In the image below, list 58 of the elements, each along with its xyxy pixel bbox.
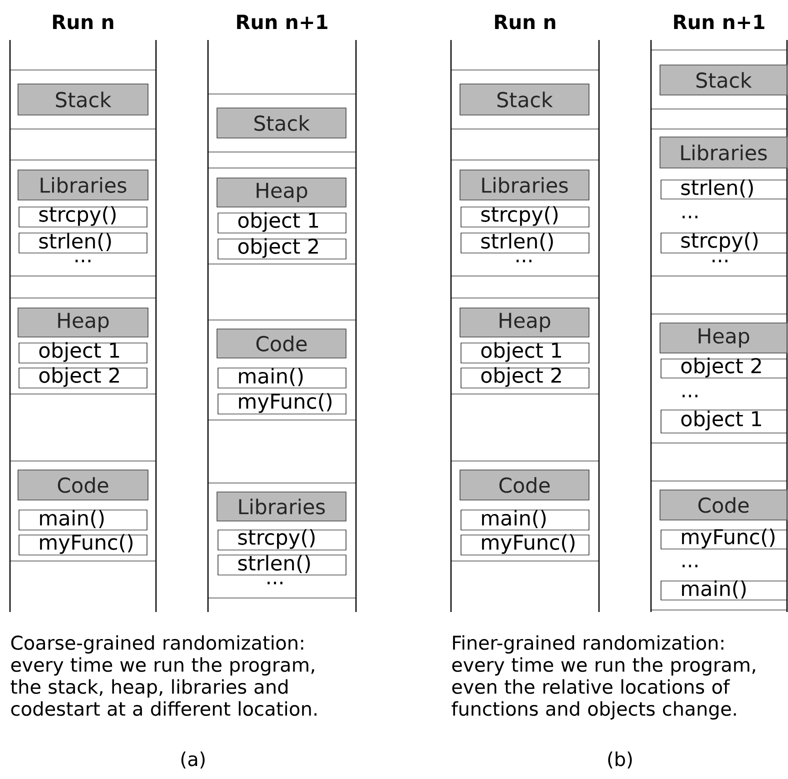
memory-segment [208,94,356,152]
column-heading: Run n [495,14,556,30]
segment-label-box: Heap [18,308,148,338]
item-box: myFunc() [460,534,590,556]
item-box: myFunc() [18,534,148,556]
item-box: strlen() [460,232,590,254]
item-box: object 1 [660,410,788,434]
memory-segment [450,460,600,562]
segment-label-box: Heap [460,308,590,338]
item-box: object 1 [460,342,590,364]
item-box: main() [660,580,788,600]
item-box: object 2 [18,367,148,388]
column-heading: Run n+1 [674,14,764,30]
column-heading: Run n [53,14,114,30]
segment-label-box: Stack [460,84,590,116]
segment-label-box: Libraries [460,170,590,200]
caption: Finer-grained randomization: every time we run the program, even the relative locations of functions and objects change. [452,635,756,720]
segment-label-box: Heap [660,322,788,354]
memory-segment [450,298,600,394]
item-box: main() [218,368,346,388]
memory-segment [208,320,356,420]
memory-segment [10,298,156,394]
memory-segment [450,70,600,130]
segment-label-box: Code [460,470,590,500]
item-box: object 1 [18,342,148,364]
segment-label-box: Code [18,470,148,500]
segment-label-box: Libraries [216,492,346,522]
segment-label-box: Code [660,490,788,520]
panel-label: (b) [608,752,632,768]
caption: Coarse-grained randomization: every time we run the program, the stack, heap, libraries and codestart at a different location. [10,635,316,716]
item-box: strlen() [218,554,346,576]
segment-label-box: Stack [660,64,788,96]
item-box: object 2 [660,358,788,378]
item-box: object 2 [218,238,346,260]
item-box: strcpy() [218,529,346,550]
item-box: strlen() [18,232,148,254]
column-heading: Run n+1 [237,14,328,30]
item-box: strcpy() [18,206,148,228]
segment-label-box: Stack [18,84,148,116]
item-box: object 2 [460,367,590,388]
item-box: strlen() [660,179,788,200]
segment-label-box: Stack [216,108,346,138]
item-box: myFunc() [660,528,788,550]
memory-segment [208,168,356,264]
memory-segment [10,460,156,562]
segment-label-box: Code [216,328,346,358]
segment-label-box: Libraries [18,170,148,200]
memory-segment [10,70,156,130]
item-box: main() [460,510,590,530]
item-box: main() [18,510,148,530]
segment-label-box: Heap [216,178,346,208]
segment-label-box: Libraries [660,136,788,168]
item-box: strcpy() [460,206,590,228]
item-box: myFunc() [218,393,346,414]
memory-segment [650,50,788,110]
item-box: object 1 [218,212,346,234]
panel-label: (a) [181,752,205,768]
item-box: strcpy() [660,232,788,254]
